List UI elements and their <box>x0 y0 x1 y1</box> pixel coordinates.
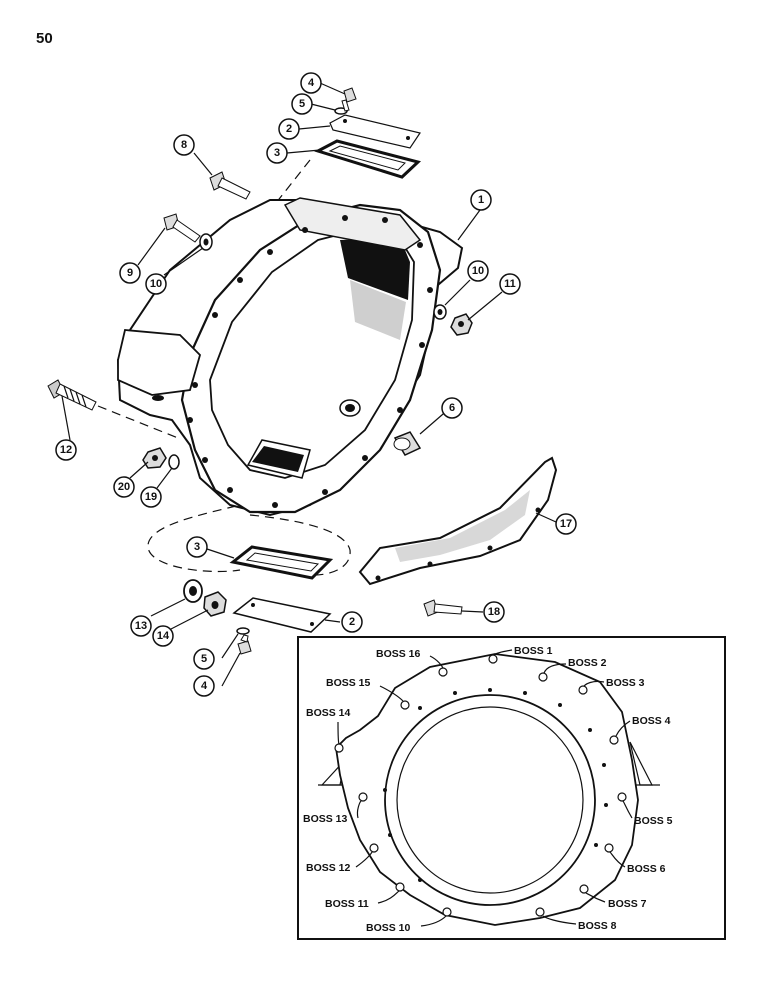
top-capscrew <box>341 87 357 112</box>
nut-14 <box>203 591 227 617</box>
capscrew-18 <box>423 599 463 617</box>
svg-text:8: 8 <box>181 139 187 151</box>
boss-5-label: BOSS 5 <box>634 815 673 827</box>
lower-alignment-line-right <box>249 514 351 576</box>
callout-18: 18 <box>483 601 505 623</box>
boss-13-label: BOSS 13 <box>303 813 348 825</box>
svg-text:10: 10 <box>150 278 162 290</box>
svg-text:18: 18 <box>488 606 500 618</box>
bottom-gasket <box>229 545 334 580</box>
callout-17: 17 <box>555 513 577 535</box>
callout-14: 14 <box>152 625 174 647</box>
callout-3-top: 3 <box>266 142 288 164</box>
svg-text:5: 5 <box>299 98 305 110</box>
boss-8-label: BOSS 8 <box>578 920 617 932</box>
svg-text:6: 6 <box>449 402 455 414</box>
svg-text:1: 1 <box>478 194 484 206</box>
callout-3-bottom: 3 <box>186 536 208 558</box>
bottom-lockwasher <box>236 627 250 635</box>
callout-10-right: 10 <box>467 260 489 282</box>
page-number: 50 <box>36 30 53 47</box>
callout-1: 1 <box>470 189 492 211</box>
nut-11 <box>450 313 473 336</box>
callout-8: 8 <box>173 134 195 156</box>
washer-10-right <box>433 304 447 320</box>
svg-text:2: 2 <box>286 123 292 135</box>
callout-12: 12 <box>55 439 77 461</box>
callout-5-top: 5 <box>291 93 313 115</box>
svg-text:9: 9 <box>127 267 133 279</box>
callout-4-bottom: 4 <box>193 675 215 697</box>
washer-13 <box>183 579 203 603</box>
washer-10-left <box>199 233 213 251</box>
callout-10-left: 10 <box>145 273 167 295</box>
boss-10-label: BOSS 10 <box>366 922 411 934</box>
top-cover-plate <box>329 114 421 149</box>
bottom-capscrew <box>237 634 252 655</box>
callout-2-top: 2 <box>278 118 300 140</box>
callout-5-bottom: 5 <box>193 648 215 670</box>
callout-20: 20 <box>113 476 135 498</box>
svg-text:2: 2 <box>349 616 355 628</box>
boss-16-label: BOSS 16 <box>376 648 421 660</box>
boss-12-label: BOSS 12 <box>306 862 351 874</box>
boss-15-label: BOSS 15 <box>326 677 371 689</box>
svg-text:13: 13 <box>135 620 147 632</box>
svg-text:4: 4 <box>308 77 315 89</box>
svg-text:3: 3 <box>274 147 280 159</box>
boss-14-label: BOSS 14 <box>306 707 351 719</box>
top-gasket <box>314 139 422 179</box>
callout-19: 19 <box>140 486 162 508</box>
callout-9: 9 <box>119 262 141 284</box>
svg-text:12: 12 <box>60 444 72 456</box>
boss-inset-panel: BOSS 1 BOSS 2 BOSS 3 BOSS 4 BOSS 5 BOSS … <box>297 636 726 940</box>
boss-2-label: BOSS 2 <box>568 657 607 669</box>
shield-17 <box>358 456 558 586</box>
svg-text:4: 4 <box>201 680 208 692</box>
lower-alignment-line-left <box>147 505 241 573</box>
callout-13: 13 <box>130 615 152 637</box>
capscrew-8 <box>209 171 251 200</box>
boss-3-label: BOSS 3 <box>606 677 645 689</box>
callout-11: 11 <box>499 273 521 295</box>
boss-11-label: BOSS 11 <box>325 898 369 910</box>
svg-text:3: 3 <box>194 541 200 553</box>
bottom-cover-plate <box>232 597 332 633</box>
svg-text:5: 5 <box>201 653 207 665</box>
callout-leaders <box>61 82 557 687</box>
boss-6-label: BOSS 6 <box>627 863 666 875</box>
callout-2-bottom: 2 <box>341 611 363 633</box>
boss-1-label: BOSS 1 <box>514 645 553 657</box>
svg-text:10: 10 <box>472 265 484 277</box>
nut-20 <box>142 447 167 469</box>
svg-text:17: 17 <box>560 518 572 530</box>
callout-6: 6 <box>441 397 463 419</box>
svg-text:20: 20 <box>118 481 130 493</box>
svg-text:19: 19 <box>145 491 157 503</box>
boss-7-label: BOSS 7 <box>608 898 647 910</box>
callout-4-top: 4 <box>300 72 322 94</box>
boss-4-label: BOSS 4 <box>632 715 671 727</box>
flywheel-housing <box>116 197 464 517</box>
svg-text:14: 14 <box>157 630 170 642</box>
stud-12 <box>47 379 97 411</box>
plug-6 <box>393 431 422 456</box>
washer-19 <box>168 454 180 470</box>
capscrew-9 <box>163 213 201 243</box>
svg-text:11: 11 <box>504 278 516 290</box>
